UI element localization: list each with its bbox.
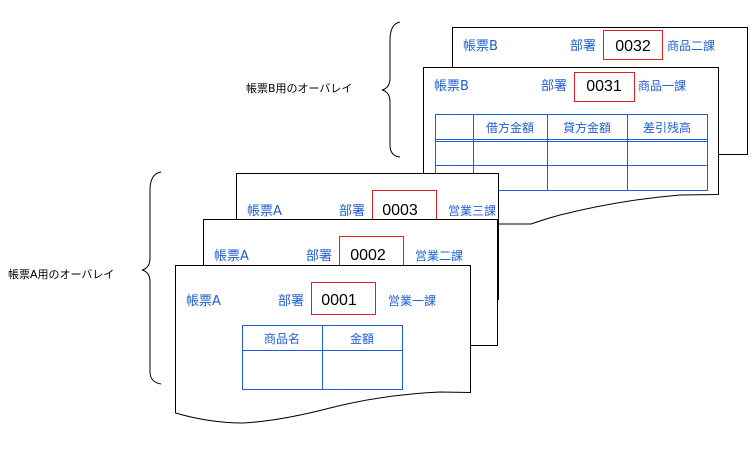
table-header: 貸方金額	[563, 120, 611, 135]
form-name: 帳票B	[434, 79, 469, 94]
form-name: 帳票A	[247, 204, 282, 219]
group-label-b: 帳票B用のオーバレイ	[246, 81, 352, 95]
form-name: 帳票A	[186, 294, 221, 309]
product-table	[242, 325, 403, 390]
group-label-a: 帳票A用のオーバレイ	[8, 267, 114, 281]
dept-label: 部署	[570, 39, 596, 54]
dept-name: 営業三課	[448, 203, 496, 218]
dept-code: 0032	[615, 38, 651, 55]
brace-b	[381, 21, 401, 158]
ledger-table	[435, 114, 708, 191]
dept-code-box	[574, 72, 635, 102]
dept-code: 0001	[321, 292, 357, 309]
dept-name: 営業一課	[388, 293, 436, 308]
dept-code-box	[603, 30, 663, 60]
dept-name: 営業二課	[415, 248, 463, 263]
dept-code-box	[339, 236, 404, 269]
dept-code: 0002	[350, 247, 386, 264]
sheet-a-0001: 帳票A 部署 0001 営業一課 商品名 金額	[175, 265, 471, 424]
dept-label: 部署	[278, 294, 304, 309]
dept-code-box	[372, 190, 437, 223]
dept-label: 部署	[541, 79, 567, 94]
dept-label: 部署	[339, 204, 365, 219]
table-header: 商品名	[264, 331, 300, 346]
table-header: 差引残高	[643, 120, 691, 135]
form-name: 帳票B	[463, 39, 498, 54]
table-header: 金額	[350, 331, 374, 346]
dept-name: 商品二課	[667, 38, 715, 53]
dept-label: 部署	[306, 249, 332, 264]
form-name: 帳票A	[214, 249, 249, 264]
brace-a	[141, 171, 162, 385]
dept-name: 商品一課	[638, 78, 686, 93]
dept-code: 0003	[382, 202, 418, 219]
dept-code-box	[311, 282, 376, 315]
dept-code: 0031	[586, 78, 622, 95]
table-header: 借方金額	[486, 120, 534, 135]
